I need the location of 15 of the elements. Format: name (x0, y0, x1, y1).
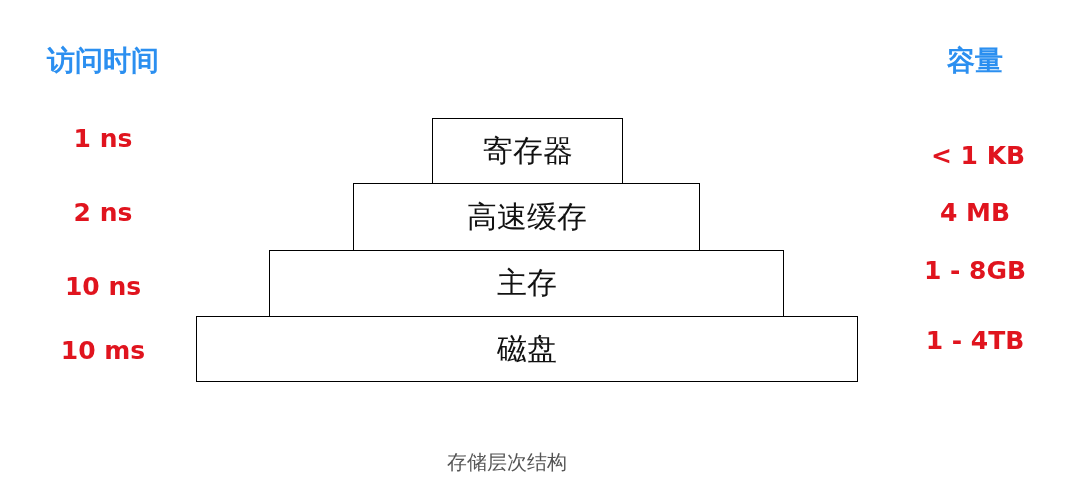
value-label: < 1 KB (930, 140, 1026, 170)
value-label: 4 MB (940, 197, 1010, 227)
value-label: 1 - 4TB (925, 325, 1025, 355)
tier-box: 主存 (269, 250, 784, 317)
tier-box: 寄存器 (432, 118, 623, 184)
tier-box: 磁盘 (196, 316, 858, 382)
column-heading: 访问时间 (47, 43, 159, 79)
tier-box: 高速缓存 (353, 183, 700, 251)
caption: 存储层次结构 (447, 448, 567, 476)
value-label: 2 ns (73, 197, 133, 227)
value-label: 1 ns (73, 123, 133, 153)
column-heading: 容量 (947, 43, 1003, 79)
value-label: 1 - 8GB (923, 255, 1027, 285)
value-label: 10 ns (64, 271, 142, 301)
value-label: 10 ms (60, 335, 146, 365)
